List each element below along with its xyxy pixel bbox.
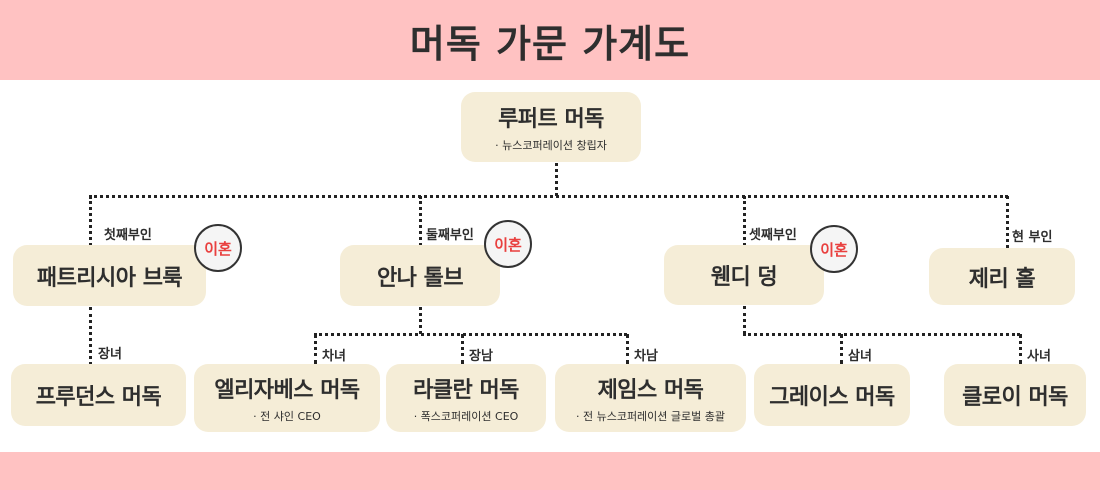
connector [743, 306, 746, 334]
relation-label: 장남 [469, 349, 493, 364]
relation-label: 사녀 [1027, 349, 1051, 364]
connector [743, 196, 746, 246]
connector [89, 195, 1008, 198]
relation-label: 셋째부인 [749, 228, 797, 243]
connector [840, 334, 843, 364]
person-name: 엘리자베스 머독 [214, 378, 360, 403]
connector [419, 196, 422, 246]
person-role: · 뉴스코퍼레이션 창립자 [495, 139, 607, 152]
relation-label: 현 부인 [1012, 230, 1053, 245]
person-name: 웬디 덩 [710, 265, 778, 290]
connector [461, 334, 464, 364]
person-name: 안나 톨브 [376, 265, 464, 291]
person-prudence-murdoch: 프루던스 머독 [11, 364, 186, 426]
person-role: · 폭스코퍼레이션 CEO [413, 410, 519, 423]
connector [1006, 196, 1009, 248]
person-name: 제임스 머독 [597, 378, 704, 403]
relation-label: 차남 [634, 349, 658, 364]
header-banner: 머독 가문 가계도 [0, 0, 1100, 80]
person-name: 라클란 머독 [413, 378, 519, 403]
connector [419, 307, 422, 334]
person-role: · 전 뉴스코퍼레이션 글로벌 총괄 [575, 410, 726, 423]
person-anna-torv: 안나 톨브 [340, 245, 500, 306]
connector [89, 307, 92, 365]
person-patricia-booker: 패트리시아 브룩 [13, 245, 206, 306]
person-grace-murdoch: 그레이스 머독 [754, 364, 910, 426]
person-jerry-hall: 제리 홀 [929, 248, 1075, 305]
person-rupert-murdoch: 루퍼트 머독 · 뉴스코퍼레이션 창립자 [461, 92, 641, 162]
person-wendi-deng: 웬디 덩 [664, 245, 824, 305]
person-role: · 전 샤인 CEO [253, 410, 321, 423]
person-name: 패트리시아 브룩 [36, 265, 183, 291]
relation-label: 둘째부인 [426, 228, 474, 243]
connector [1019, 334, 1022, 364]
footer-banner [0, 452, 1100, 490]
divorce-badge: 이혼 [194, 224, 242, 272]
connector [626, 334, 629, 364]
person-name: 그레이스 머독 [769, 385, 895, 410]
connector [314, 333, 627, 336]
person-name: 클로이 머독 [962, 385, 1068, 410]
relation-label: 삼녀 [848, 349, 872, 364]
person-name: 루퍼트 머독 [498, 107, 604, 132]
person-chloe-murdoch: 클로이 머독 [944, 364, 1086, 426]
divorce-badge: 이혼 [484, 220, 532, 268]
person-lachlan-murdoch: 라클란 머독 · 폭스코퍼레이션 CEO [386, 364, 546, 432]
connector [555, 163, 558, 196]
relation-label: 차녀 [322, 349, 346, 364]
relation-label: 장녀 [98, 347, 122, 362]
person-elisabeth-murdoch: 엘리자베스 머독 · 전 샤인 CEO [194, 364, 380, 432]
page-title: 머독 가문 가계도 [409, 21, 691, 66]
relation-label: 첫째부인 [104, 228, 152, 243]
person-name: 프루던스 머독 [35, 385, 162, 410]
divorce-badge: 이혼 [810, 225, 858, 273]
connector [743, 333, 1020, 336]
connector [89, 196, 92, 246]
person-name: 제리 홀 [968, 266, 1036, 292]
person-james-murdoch: 제임스 머독 · 전 뉴스코퍼레이션 글로벌 총괄 [555, 364, 746, 432]
connector [314, 334, 317, 364]
